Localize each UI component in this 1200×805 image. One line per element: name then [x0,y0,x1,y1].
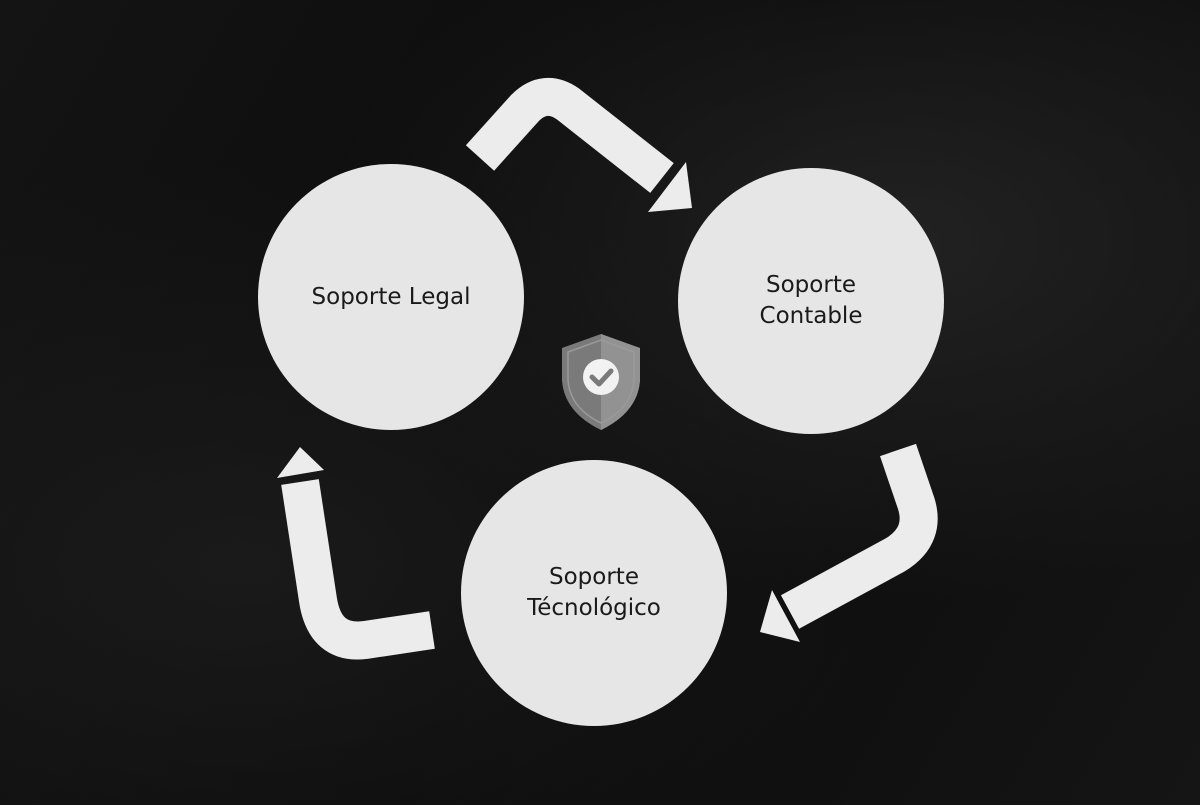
node-label-line1: Soporte [766,272,856,298]
node-soporte-legal: Soporte Legal [258,164,524,430]
arrow-tecnologico-to-legal [277,447,435,660]
arrow-contable-to-tecnologico [760,443,938,642]
node-label-line2: Técnológico [527,595,661,621]
node-label: Soporte Legal [311,283,471,310]
node-label-line1: Soporte [549,564,639,590]
node-label-line2: Contable [759,303,863,329]
arrow-legal-to-contable [465,78,692,212]
shield-check-icon [562,334,640,430]
